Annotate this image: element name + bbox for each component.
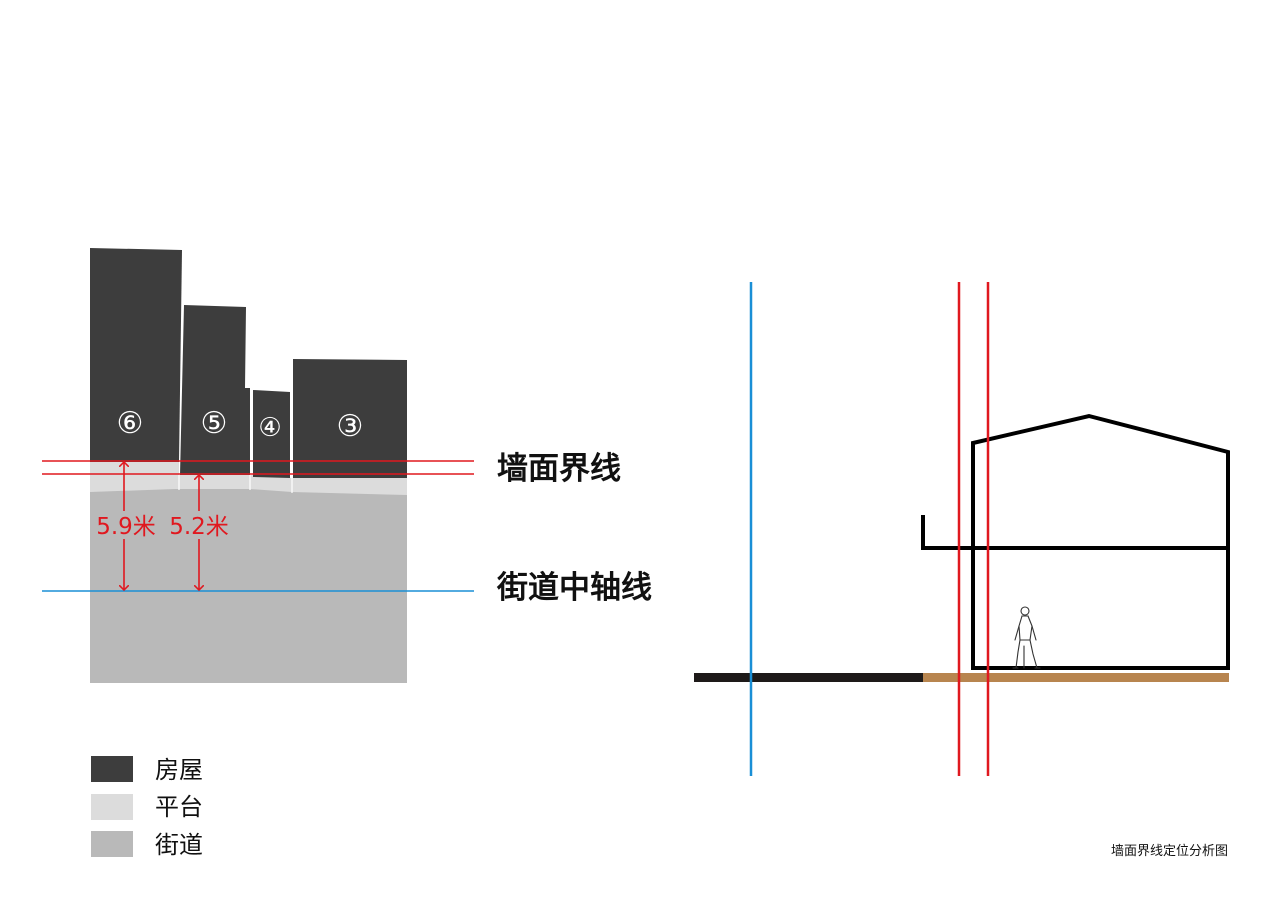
building-5 — [180, 305, 250, 475]
legend-swatch-house — [91, 756, 133, 782]
building-4-label: ④ — [258, 413, 281, 443]
ground-street — [694, 673, 923, 682]
legend: 房屋 平台 街道 — [91, 756, 203, 859]
street-area — [90, 480, 407, 683]
dimension-label-5-9: 5.9米 — [96, 514, 156, 540]
house-outline — [971, 413, 1230, 670]
building-4 — [253, 390, 290, 478]
legend-label-platform: 平台 — [155, 793, 203, 821]
building-6 — [90, 248, 182, 462]
building-3 — [293, 359, 407, 478]
platform-area — [90, 462, 407, 495]
legend-label-street: 街道 — [155, 831, 203, 859]
building-3-label: ③ — [337, 409, 364, 444]
section-view — [694, 282, 1230, 776]
walking-person-icon — [1012, 606, 1041, 669]
plan-view: ⑥ ⑤ ④ ③ 5.9米 5.2米 墙面界线 街道中轴线 — [42, 248, 652, 683]
ground-platform — [923, 673, 1229, 682]
figure-caption: 墙面界线定位分析图 — [1111, 844, 1228, 859]
legend-label-house: 房屋 — [155, 756, 203, 784]
building-6-label: ⑥ — [117, 406, 144, 441]
eave-canopy — [921, 515, 1228, 550]
dimension-label-bg — [168, 511, 228, 539]
legend-swatch-platform — [91, 794, 133, 820]
dimension-label-5-2: 5.2米 — [169, 514, 229, 540]
axis-line-label: 街道中轴线 — [496, 570, 652, 606]
building-5-label: ⑤ — [201, 406, 228, 441]
dimension-label-bg — [96, 511, 156, 539]
legend-swatch-street — [91, 831, 133, 857]
wall-line-label: 墙面界线 — [497, 451, 621, 487]
